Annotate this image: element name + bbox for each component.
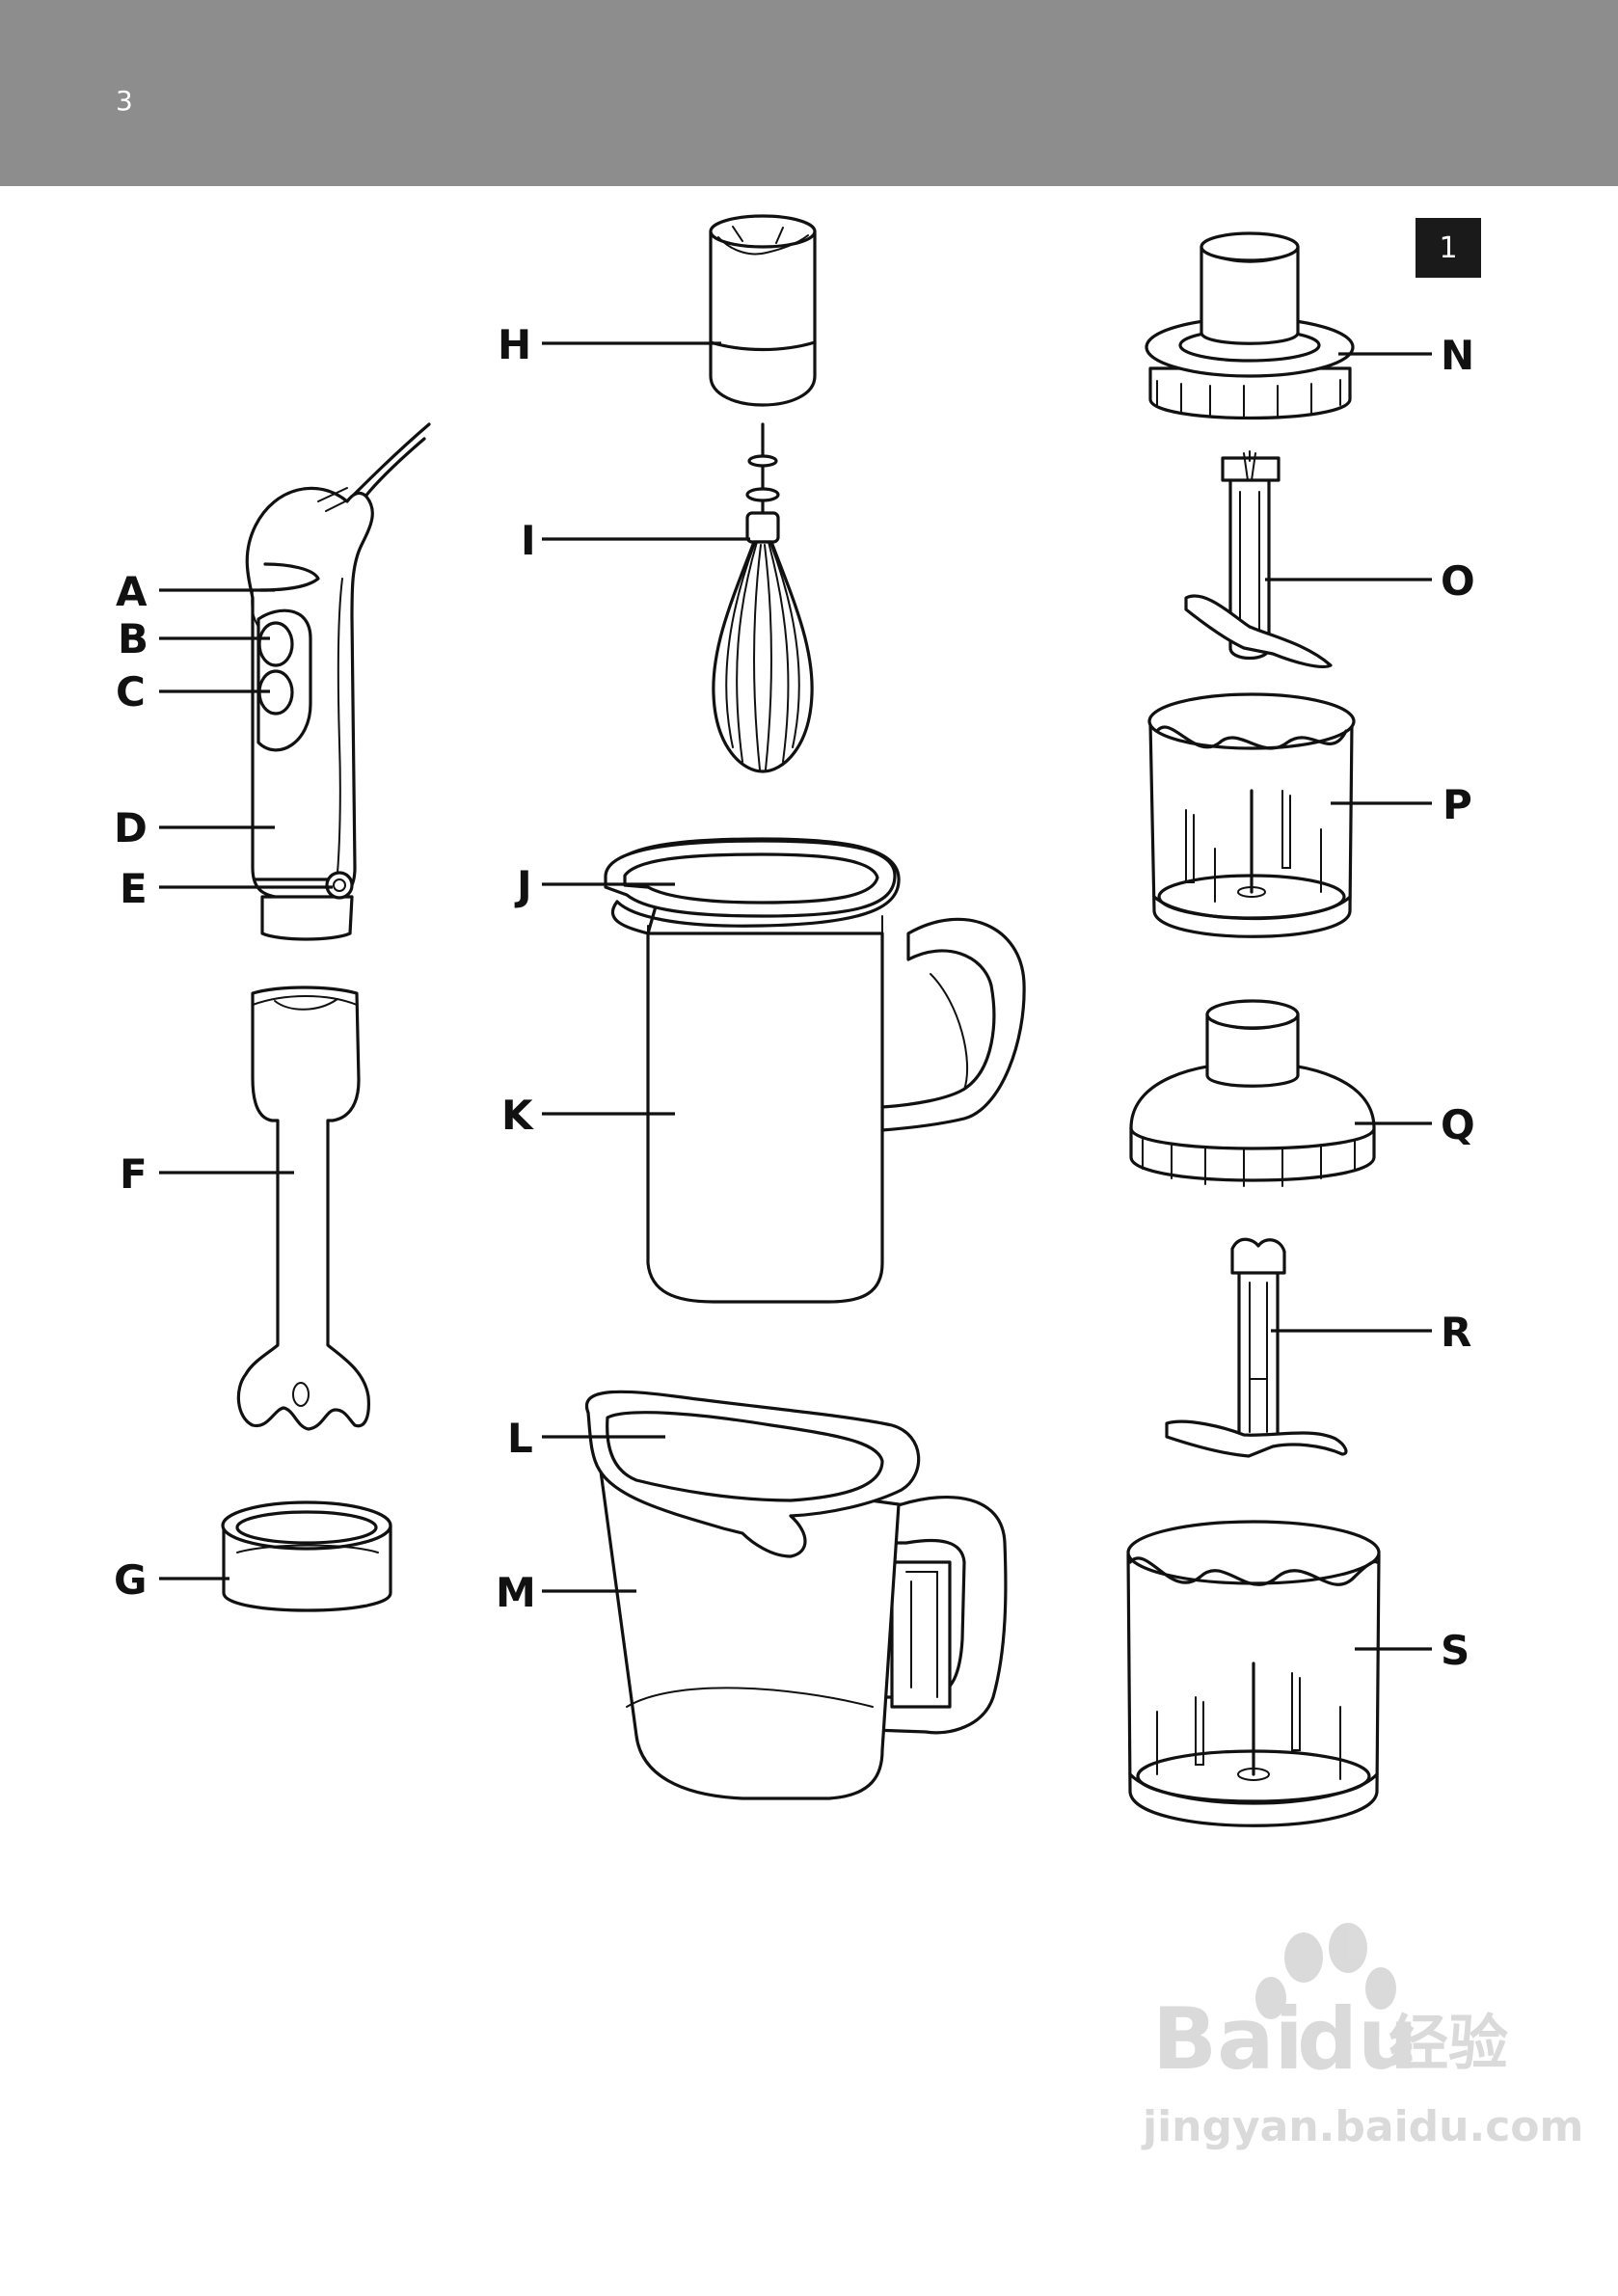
watermark-url: jingyan.baidu.com	[1141, 2102, 1583, 2151]
label-q: Q	[1441, 1101, 1475, 1148]
small-chopper-lid-drawing	[1145, 231, 1355, 420]
watermark-brand-du: du	[1297, 1989, 1418, 2089]
watermark-brand: Bai	[1152, 1989, 1304, 2089]
part-labels: A B C D E F G H I J K L M N O P Q R S	[114, 321, 1475, 1674]
jug-drawing	[584, 1390, 1008, 1800]
whisk-drawing	[712, 422, 814, 773]
motor-unit-drawing	[245, 422, 431, 941]
label-j: J	[514, 862, 532, 909]
label-o: O	[1441, 557, 1475, 605]
small-chopper-blade-drawing	[1184, 450, 1333, 669]
label-n: N	[1441, 332, 1474, 379]
label-s: S	[1441, 1627, 1470, 1674]
page-header: 3	[0, 0, 1618, 186]
paw-logo	[1255, 1923, 1396, 2019]
label-m: M	[496, 1569, 536, 1616]
beaker-drawing	[604, 837, 1026, 1304]
label-b: B	[118, 615, 148, 662]
label-g: G	[114, 1556, 147, 1604]
label-e: E	[120, 865, 148, 912]
leader-lines	[159, 341, 1432, 1651]
baidu-watermark: Bai du 经验 jingyan.baidu.com	[1141, 1923, 1583, 2151]
label-d: D	[114, 804, 148, 851]
label-a: A	[116, 568, 148, 615]
large-chopper-lid-drawing	[1129, 999, 1376, 1187]
watermark-cn: 经验	[1389, 2008, 1508, 2078]
large-chopper-bowl-drawing	[1126, 1520, 1381, 1827]
label-k: K	[501, 1092, 534, 1139]
whisk-coupler-drawing	[709, 214, 817, 407]
label-l: L	[507, 1415, 533, 1462]
large-chopper-blade-drawing	[1165, 1237, 1348, 1458]
coupling-ring-drawing	[221, 1500, 392, 1612]
page-number: 3	[116, 85, 133, 117]
label-p: P	[1443, 781, 1472, 828]
label-r: R	[1441, 1309, 1471, 1356]
figure-number-badge: 1	[1416, 218, 1481, 278]
label-f: F	[120, 1150, 148, 1198]
blender-shaft-drawing	[236, 986, 370, 1431]
label-h: H	[498, 321, 531, 368]
label-c: C	[116, 668, 146, 716]
label-i: I	[521, 517, 536, 564]
small-chopper-bowl-drawing	[1147, 692, 1356, 938]
